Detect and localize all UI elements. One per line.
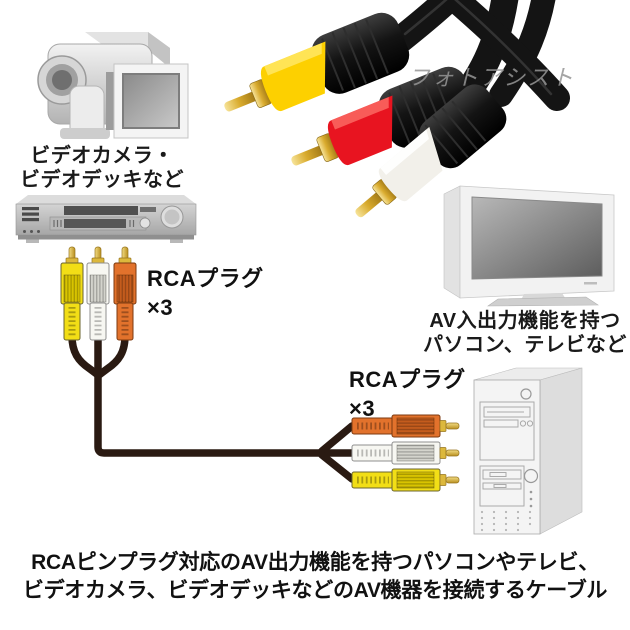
left-plug-orange (113, 246, 137, 341)
left-plugs-label-line1: RCAプラグ (147, 266, 264, 291)
right-plug-white (351, 441, 460, 465)
vcr-icon (15, 195, 197, 243)
video-camera-icon (37, 32, 189, 139)
watermark: フォトアシスト (408, 66, 576, 91)
left-plug-yellow (60, 246, 84, 341)
right-plugs-label: RCAプラグ ×3 (349, 365, 466, 423)
bottom-caption: RCAピンプラグ対応のAV出力機能を持つパソコンやテレビ、 ビデオカメラ、ビデオ… (0, 549, 630, 605)
right-plugs-label-line2: ×3 (349, 396, 376, 421)
left-plug-white (86, 246, 110, 341)
tv-icon (443, 185, 615, 307)
right-plugs-label-line1: RCAプラグ (349, 367, 466, 392)
pc-tower-icon (473, 367, 583, 535)
left-plugs-label-line2: ×3 (147, 295, 174, 320)
photo-plug-white (355, 84, 507, 218)
tv-caption-line2: パソコン、テレビなど (423, 334, 627, 356)
camera-caption-line1: ビデオカメラ・ (30, 145, 174, 167)
camera-caption: ビデオカメラ・ ビデオデッキなど (2, 144, 202, 192)
photo-plug-yellow (224, 12, 410, 112)
bottom-caption-line1: RCAピンプラグ対応のAV出力機能を持つパソコンやテレビ、 (31, 551, 599, 574)
right-plug-yellow (351, 468, 460, 492)
right-plug-orange (351, 414, 460, 438)
bottom-caption-line2: ビデオカメラ、ビデオデッキなどのAV機器を接続するケーブル (22, 579, 608, 602)
tv-caption-line1: AV入出力機能を持つ (429, 310, 621, 332)
rca-cable-photo (224, 0, 570, 218)
tv-caption: AV入出力機能を持つ パソコン、テレビなど (420, 309, 630, 357)
left-plugs-label: RCAプラグ ×3 (147, 264, 264, 322)
cable-lines (68, 332, 356, 483)
camera-caption-line2: ビデオデッキなど (20, 169, 184, 191)
